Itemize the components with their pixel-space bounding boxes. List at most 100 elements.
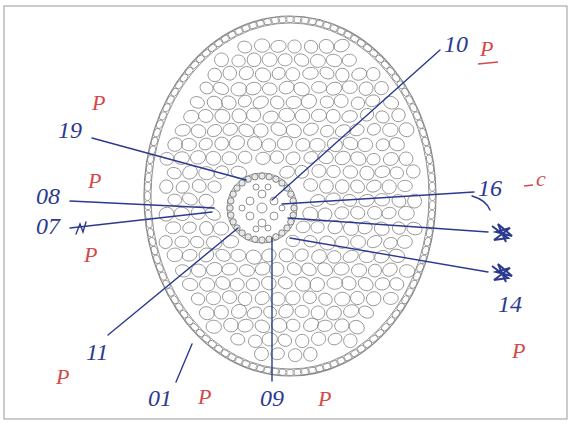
cortex-cell [324, 191, 341, 206]
cortex-cell [302, 346, 319, 363]
cortex-cell [157, 178, 175, 196]
cortex-cell [254, 39, 270, 53]
epidermis-cell [380, 60, 391, 70]
epidermis-cell [207, 339, 218, 349]
callout-number: 07 [36, 214, 60, 238]
leader-line [108, 228, 238, 335]
cortex-cell [213, 221, 229, 235]
cortex-cell [365, 178, 383, 194]
cortex-cell [212, 163, 231, 181]
grading-marks [478, 62, 533, 186]
cortex-cell [269, 120, 288, 137]
endodermis-cell [273, 234, 279, 240]
cortex-cell [277, 79, 295, 95]
cortex-cell [350, 96, 366, 111]
epidermis-cell [201, 334, 212, 344]
epidermis-cell [430, 192, 436, 201]
cortex-cell [397, 121, 415, 139]
cortex-cell [198, 305, 216, 322]
epidermis-cell [385, 316, 396, 327]
tissue-cells [144, 16, 436, 376]
cortex-cell [302, 150, 319, 165]
cortex-cell [190, 291, 207, 306]
leader-line [271, 238, 272, 381]
cortex-cell [221, 289, 238, 305]
epidermis-cell [349, 349, 360, 358]
cortex-cell [197, 219, 215, 237]
cortex-cell [311, 164, 326, 178]
cortex-cell [229, 302, 249, 321]
cortex-cell [276, 135, 294, 152]
cortex-cell [357, 138, 373, 152]
leader-line [176, 344, 192, 382]
epidermis-cell [429, 182, 435, 191]
grading-mark: P [84, 244, 97, 266]
cortex-cell [262, 53, 277, 67]
cortex-cell [389, 166, 404, 180]
cortex-cell [232, 55, 246, 68]
cortex-cell [405, 221, 423, 237]
cortex-cell [277, 247, 295, 264]
leader-line [288, 218, 488, 232]
cortex-cell [364, 289, 383, 308]
cortex-cell [206, 66, 224, 84]
epidermis-cell [213, 38, 224, 48]
leader-tick [76, 222, 86, 234]
cortex-cell [383, 123, 399, 136]
cortex-cell [227, 133, 247, 152]
epidermis-cell [170, 87, 180, 98]
cortex-cell [382, 180, 397, 195]
cortex-cell [311, 221, 324, 233]
cortex-cell [351, 236, 366, 249]
grading-mark: P [480, 38, 493, 60]
grading-mark: c [536, 168, 546, 190]
cortex-cell [205, 122, 223, 139]
cortex-cell [374, 277, 391, 292]
cortex-cell [213, 304, 230, 320]
cortex-cell [181, 277, 199, 292]
cortex-cell [317, 291, 334, 307]
epidermis-cell [396, 302, 406, 313]
endodermis-cell [279, 180, 285, 186]
cortex-cell [174, 263, 191, 278]
cortex-cell [348, 149, 368, 168]
cortex-cell [373, 248, 392, 265]
callout-number: 19 [58, 118, 82, 142]
epidermis-cell [343, 30, 354, 39]
epidermis-cell [336, 27, 347, 36]
cortex-cell [230, 106, 249, 125]
cortex-cell [236, 93, 253, 109]
epidermis-cell [427, 163, 434, 173]
epidermis-cell [426, 154, 434, 164]
endodermis-cell [230, 191, 236, 197]
epidermis-cell [356, 38, 367, 48]
cortex-cell [299, 92, 318, 111]
cortex-cell [271, 292, 285, 305]
cortex-cell [165, 221, 181, 234]
cortex-cell [374, 165, 391, 179]
vascular-cell [246, 197, 254, 205]
cortex-cell [398, 151, 414, 167]
cortex-cell [262, 82, 278, 96]
epidermis-cell [144, 182, 150, 191]
epidermis-cell [426, 228, 434, 238]
epidermis-cell [150, 136, 158, 146]
cortex-cell [278, 107, 296, 123]
cortex-cell [315, 260, 335, 278]
cortex-cell [365, 66, 381, 82]
epidermis-cell [179, 73, 189, 84]
epidermis-cell [174, 302, 184, 313]
cortex-cell [302, 38, 320, 55]
cortex-cell [213, 107, 232, 125]
callout-number: 11 [86, 340, 108, 364]
epidermis-cell [147, 228, 155, 238]
cortex-cell [357, 304, 375, 321]
cortex-cell [295, 220, 310, 233]
grading-mark: P [318, 388, 331, 410]
epidermis-inner-outline [151, 23, 429, 369]
cortex-cell [317, 319, 333, 332]
cortex-cell [326, 165, 340, 178]
cortex-cell [205, 320, 222, 334]
cortex-cell [253, 289, 272, 307]
